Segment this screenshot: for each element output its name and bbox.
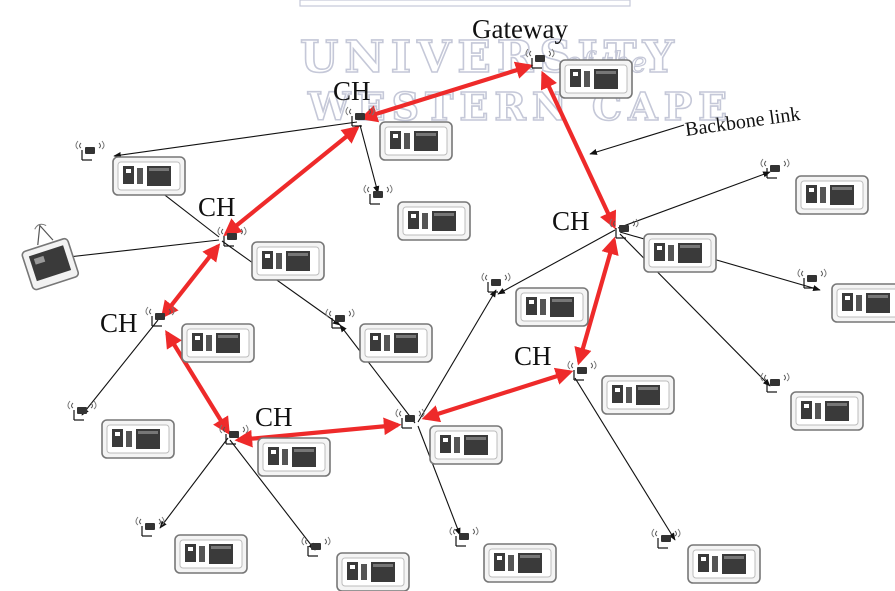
device-icon: [397, 201, 471, 241]
link-ch6-node-j: [617, 171, 771, 229]
backbone-ch5-ch6: [574, 236, 619, 366]
device-icon: [831, 283, 895, 323]
router-icon: [760, 158, 790, 179]
device-icon: [601, 375, 675, 415]
watermark-line2: WESTERN CAPE: [307, 84, 733, 129]
watermark-crest-bar: [299, 0, 631, 7]
router-icon: [651, 528, 681, 549]
ch-label-6: CH: [552, 206, 590, 236]
link-ch1-node-b: [359, 124, 380, 194]
router-icon: [145, 306, 175, 327]
router-icon: [609, 218, 639, 239]
member-node-f: [301, 536, 410, 591]
hub-node: [395, 408, 503, 465]
member-node-a: [75, 140, 186, 196]
router-icon: [67, 400, 97, 421]
backbone-ch2-ch3: [160, 243, 221, 319]
backbone-gateway-ch1: [359, 61, 534, 123]
router-icon: [567, 360, 597, 381]
member-node-c: [325, 308, 433, 363]
router-icon: [135, 516, 165, 537]
device-icon: [181, 323, 255, 363]
ch-label-4: CH: [255, 402, 293, 432]
device-icon: [257, 437, 331, 477]
backbone-ch3-ch4: [165, 329, 230, 436]
ch-label-2: CH: [198, 192, 236, 222]
device-icon: [795, 175, 869, 215]
device-icon: [643, 233, 717, 273]
device-icon: [687, 544, 761, 584]
backbone-label-pointer: [589, 124, 685, 155]
router-icon: [301, 536, 331, 557]
router-icon: [75, 140, 105, 161]
link-ch3-node-d: [81, 319, 159, 416]
link-ch2-node-c: [221, 240, 341, 326]
cluster-head-node-3: [145, 306, 255, 363]
device-icon: [101, 419, 175, 459]
device-icon: [174, 534, 248, 574]
cluster-head-node-5: [567, 360, 675, 415]
link-hub-node-h: [417, 425, 461, 536]
device-icon: [429, 425, 503, 465]
member-node-e: [135, 516, 248, 574]
gateway-label: Gateway: [472, 14, 568, 44]
device-icon: [379, 121, 453, 161]
cluster-head-node-2: [217, 226, 325, 281]
router-icon: [760, 372, 790, 393]
ch-label-3: CH: [100, 308, 138, 338]
device-icon: [559, 59, 633, 99]
router-icon: [363, 184, 393, 205]
link-hub-node-c: [339, 324, 416, 424]
device-icon: [112, 156, 186, 196]
member-node-j: [760, 158, 869, 215]
router-icon: [449, 526, 479, 547]
member-node-g: [481, 272, 589, 327]
ch-label-5: CH: [514, 341, 552, 371]
laptop-node: [21, 223, 80, 291]
member-node-k: [797, 268, 895, 323]
member-node-h: [449, 526, 557, 583]
member-node-l: [760, 372, 864, 431]
backbone-hub-ch5: [421, 367, 574, 423]
member-node-b: [363, 184, 471, 241]
device-icon: [359, 323, 433, 363]
cluster-head-node-6: [609, 218, 717, 273]
device-icon: [336, 552, 410, 591]
member-node-d: [67, 400, 175, 459]
backbone-gateway-ch6: [540, 70, 617, 230]
device-icon: [251, 241, 325, 281]
link-ch1-node-a: [113, 121, 358, 159]
member-node-i: [651, 528, 761, 584]
link-ch4-node-f: [229, 439, 316, 551]
link-ch4-node-e: [159, 437, 229, 529]
device-icon: [790, 391, 864, 431]
backbone-ch1-ch2: [223, 125, 360, 237]
link-ch6-node-g: [497, 229, 616, 295]
link-ch5-node-i: [574, 377, 676, 541]
ch-label-1: CH: [333, 76, 371, 106]
device-icon: [515, 287, 589, 327]
device-icon: [483, 543, 557, 583]
